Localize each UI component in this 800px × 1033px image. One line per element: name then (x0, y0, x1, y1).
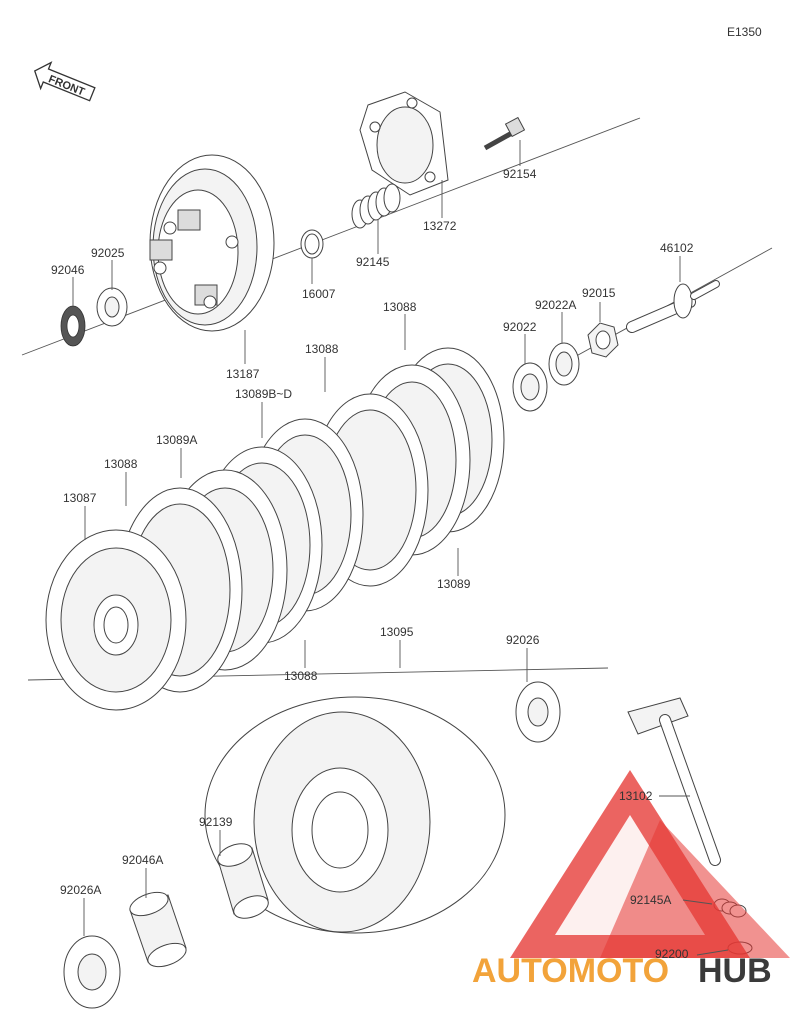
label-13088-top: 13088 (383, 300, 417, 314)
label-92015: 92015 (582, 286, 616, 300)
label-13095: 13095 (380, 625, 414, 639)
label-92026: 92026 (506, 633, 540, 647)
watermark-part1: AUTOMOTO (472, 952, 669, 990)
diagram-code: E1350 (727, 25, 762, 39)
label-92154: 92154 (503, 167, 537, 181)
part-92015-nut[interactable] (587, 322, 619, 358)
part-92026-washer-hole (527, 697, 549, 727)
label-13089BD: 13089B~D (235, 387, 292, 401)
front-arrow-icon: FRONT (33, 61, 96, 102)
part-46102-pushrod[interactable] (626, 280, 720, 333)
part-92046A-bearing[interactable] (127, 888, 189, 971)
part-92026A-washer-hole (77, 953, 107, 991)
label-16007: 16007 (302, 287, 336, 301)
label-92022A: 92022A (535, 298, 576, 312)
label-92139: 92139 (199, 815, 233, 829)
part-13102-lever[interactable] (627, 697, 721, 866)
label-13187: 13187 (226, 367, 260, 381)
part-13187-hub[interactable] (149, 154, 275, 332)
part-92046-bearing[interactable] (60, 305, 86, 347)
part-92139-sleeve[interactable] (215, 839, 272, 922)
label-92046A: 92046A (122, 853, 163, 867)
label-13089A: 13089A (156, 433, 197, 447)
part-92022A-washer-hole (555, 351, 573, 377)
label-92026A: 92026A (60, 883, 101, 897)
label-13088-c: 13088 (104, 457, 138, 471)
part-92025-washer-hole (104, 296, 120, 318)
part-92154-bolt[interactable] (483, 116, 526, 151)
part-13272-plate[interactable] (359, 91, 449, 196)
label-13088-b: 13088 (305, 342, 339, 356)
label-13089: 13089 (437, 577, 471, 591)
part-92145-spring[interactable] (351, 183, 401, 229)
label-92145: 92145 (356, 255, 390, 269)
watermark-part2: HUB (698, 952, 772, 990)
part-13095-housing[interactable] (204, 696, 506, 934)
label-92025: 92025 (91, 246, 125, 260)
label-92022: 92022 (503, 320, 537, 334)
part-labels: 92154 13272 92145 16007 92025 92046 1318… (51, 167, 694, 961)
label-92145A: 92145A (630, 893, 671, 907)
label-13102: 13102 (619, 789, 653, 803)
part-13087-hub[interactable] (45, 529, 187, 711)
part-16007-ring-inner (304, 233, 320, 255)
part-92022-washer-hole (520, 373, 540, 401)
label-92046: 92046 (51, 263, 85, 277)
label-13088-d: 13088 (284, 669, 318, 683)
label-92200: 92200 (655, 947, 689, 961)
leader-lines (72, 140, 729, 956)
label-13087: 13087 (63, 491, 97, 505)
label-13272: 13272 (423, 219, 457, 233)
label-46102: 46102 (660, 241, 694, 255)
watermark-logo: AUTOMOTO HUB (472, 770, 790, 990)
